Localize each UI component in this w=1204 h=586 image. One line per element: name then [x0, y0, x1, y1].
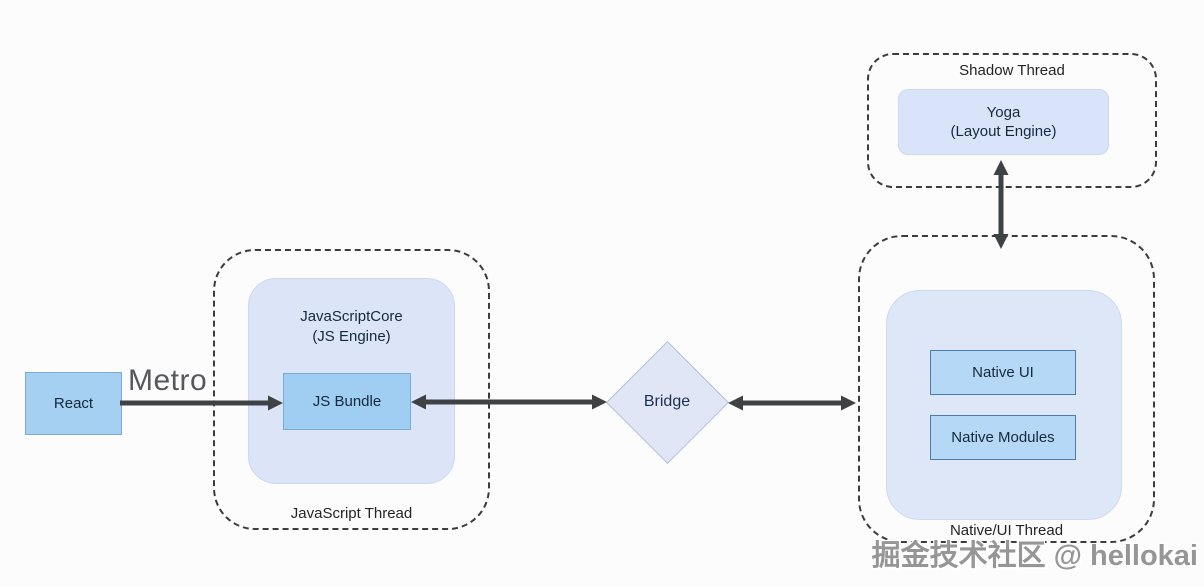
native-thread-label: Native/UI Thread: [949, 522, 1064, 539]
javascriptcore-subtitle: (JS Engine): [312, 327, 391, 345]
yoga-title: Yoga: [986, 103, 1021, 121]
native-modules-label: Native Modules: [951, 429, 1055, 446]
bridge-label: Bridge: [643, 393, 691, 410]
native-panel: [886, 290, 1122, 520]
yoga-subtitle: (Layout Engine): [950, 123, 1057, 140]
react-box: React: [25, 372, 122, 435]
arrow-bridge-native-icon: [728, 395, 856, 411]
native-ui-label: Native UI: [972, 364, 1034, 381]
native-modules-box: Native Modules: [930, 415, 1076, 460]
react-box-label: React: [53, 395, 94, 412]
javascriptcore-title: JavaScriptCore: [300, 308, 403, 325]
js-bundle-box: JS Bundle: [283, 373, 411, 430]
shadow-thread-container: Shadow Thread: [867, 53, 1157, 188]
yoga-box: Yoga (Layout Engine): [898, 89, 1109, 155]
javascript-thread-container: JavaScript Thread: [213, 249, 490, 530]
shadow-thread-label: Shadow Thread: [959, 62, 1065, 79]
js-bundle-label: JS Bundle: [312, 393, 382, 410]
javascript-thread-label: JavaScript Thread: [290, 505, 413, 522]
metro-label: Metro: [128, 364, 208, 397]
watermark-text: 掘金技术社区 @ hellokai: [871, 540, 1198, 572]
native-ui-box: Native UI: [930, 350, 1076, 395]
